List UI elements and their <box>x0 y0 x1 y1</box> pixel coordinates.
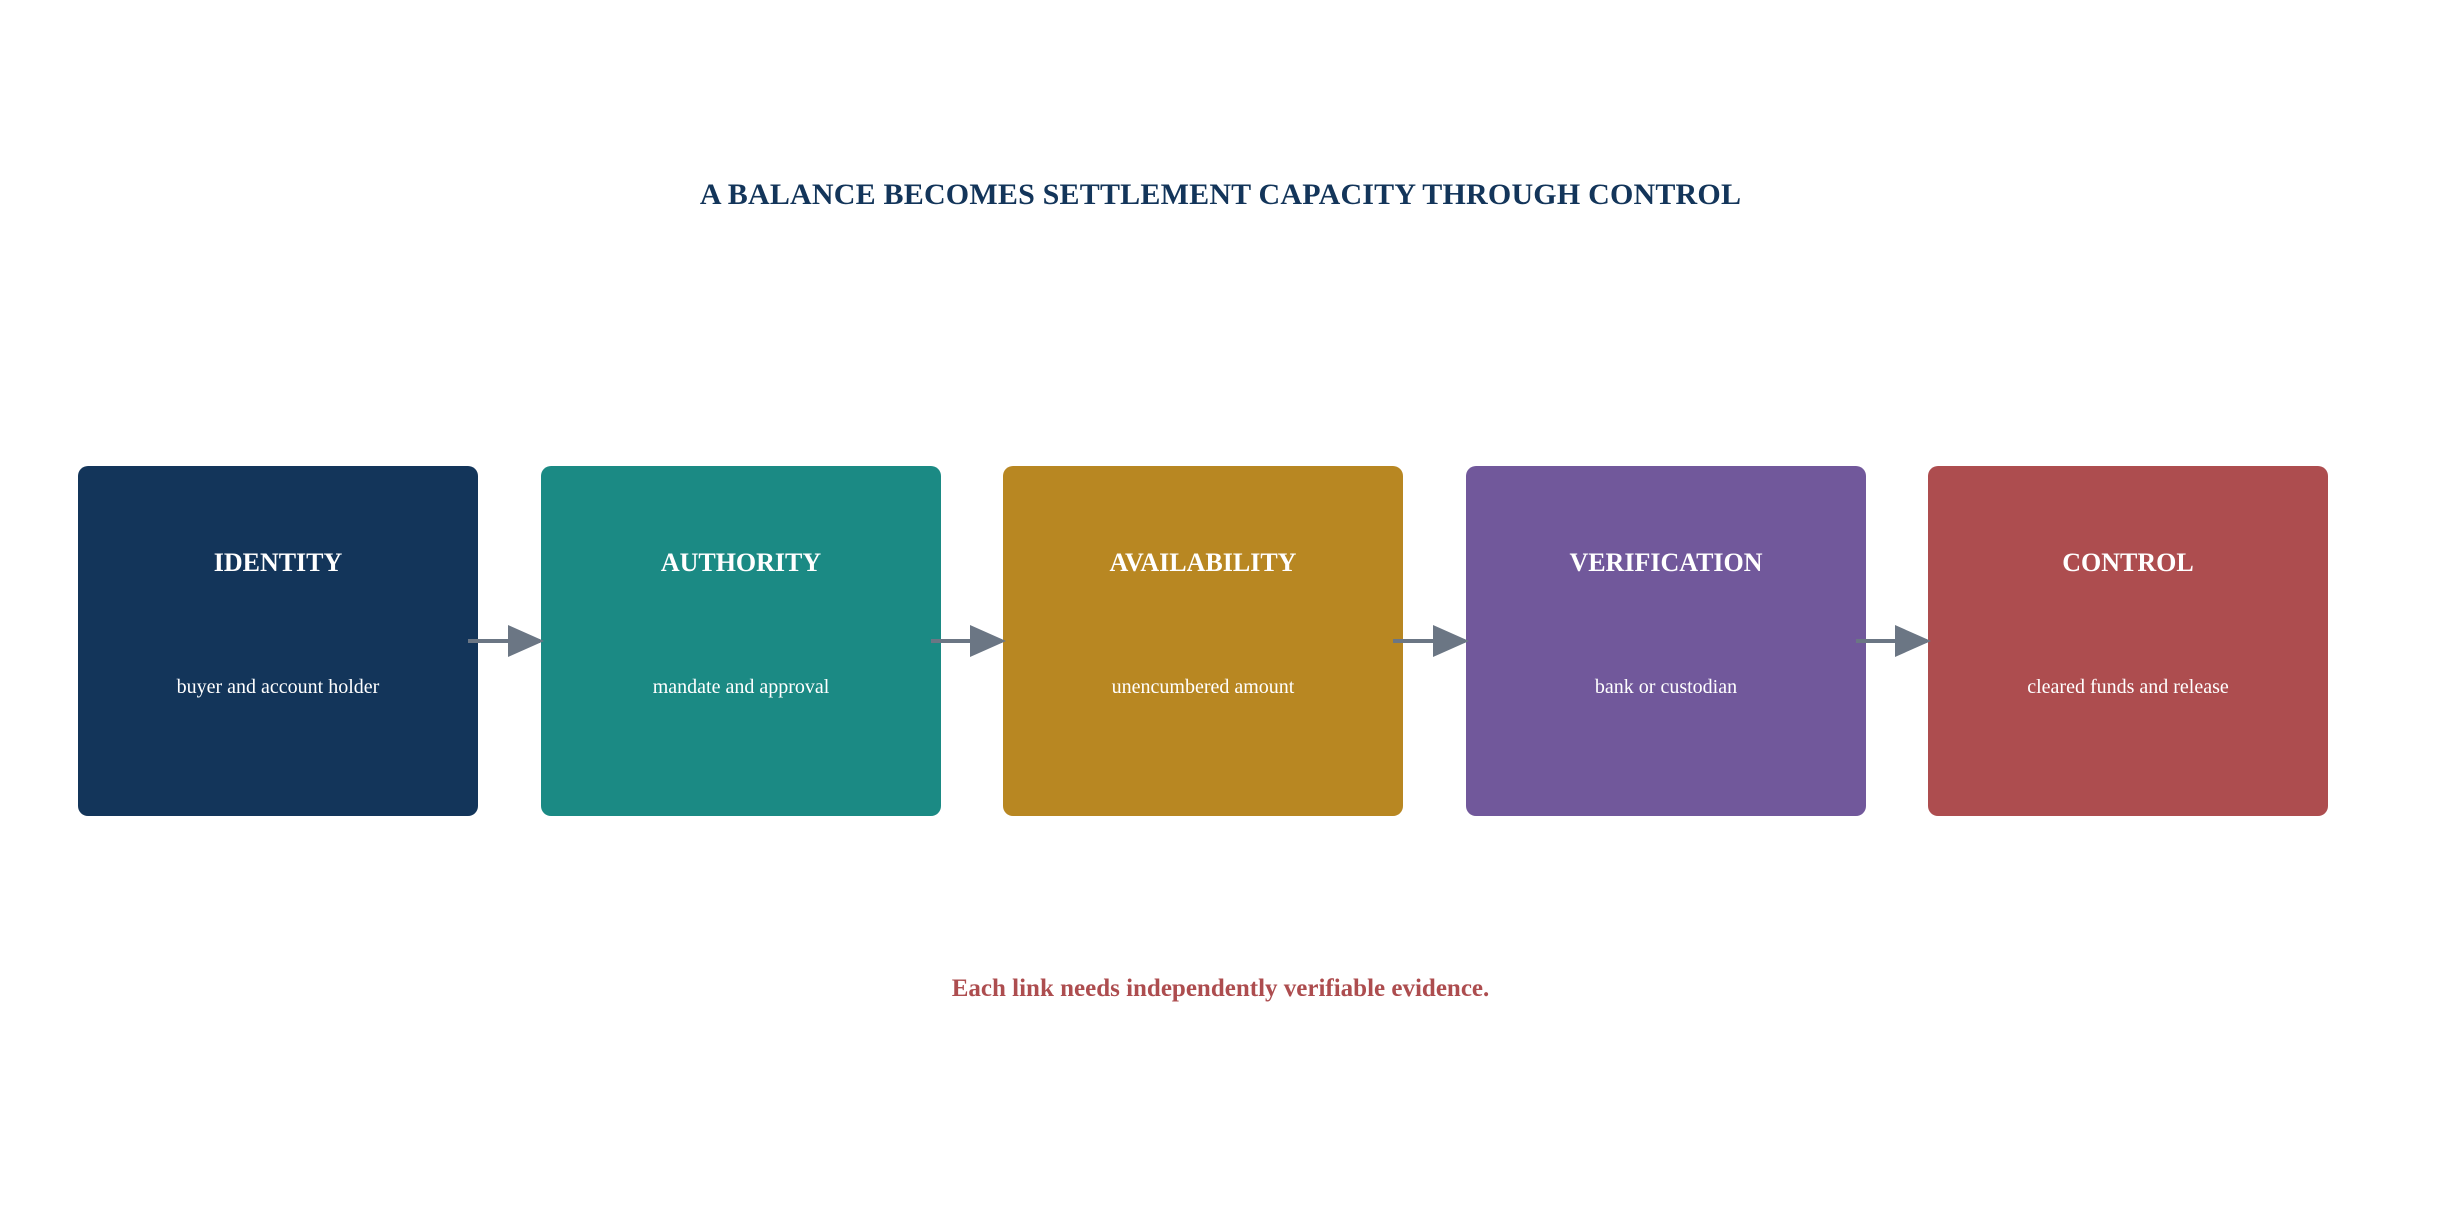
step-box-authority: AUTHORITY mandate and approval <box>541 466 941 816</box>
step-box-control: CONTROL cleared funds and release <box>1928 466 2328 816</box>
step-title: IDENTITY <box>213 548 343 577</box>
step-box-verification: VERIFICATION bank or custodian <box>1466 466 1866 816</box>
step-box-identity: IDENTITY buyer and account holder <box>78 466 478 816</box>
step-subtitle: cleared funds and release <box>2027 676 2229 698</box>
step-subtitle: unencumbered amount <box>1111 676 1295 698</box>
step-title: CONTROL <box>2062 548 2194 577</box>
step-title: AVAILABILITY <box>1109 548 1297 577</box>
step-subtitle: mandate and approval <box>652 676 830 698</box>
step-title: AUTHORITY <box>660 548 822 577</box>
step-box-availability: AVAILABILITY unencumbered amount <box>1003 466 1403 816</box>
step-title: VERIFICATION <box>1569 548 1763 577</box>
step-subtitle: bank or custodian <box>1594 676 1738 698</box>
footer-note: Each link needs independently verifiable… <box>951 975 1490 1002</box>
step-subtitle: buyer and account holder <box>176 676 380 698</box>
diagram-title: A BALANCE BECOMES SETTLEMENT CAPACITY TH… <box>699 178 1742 211</box>
